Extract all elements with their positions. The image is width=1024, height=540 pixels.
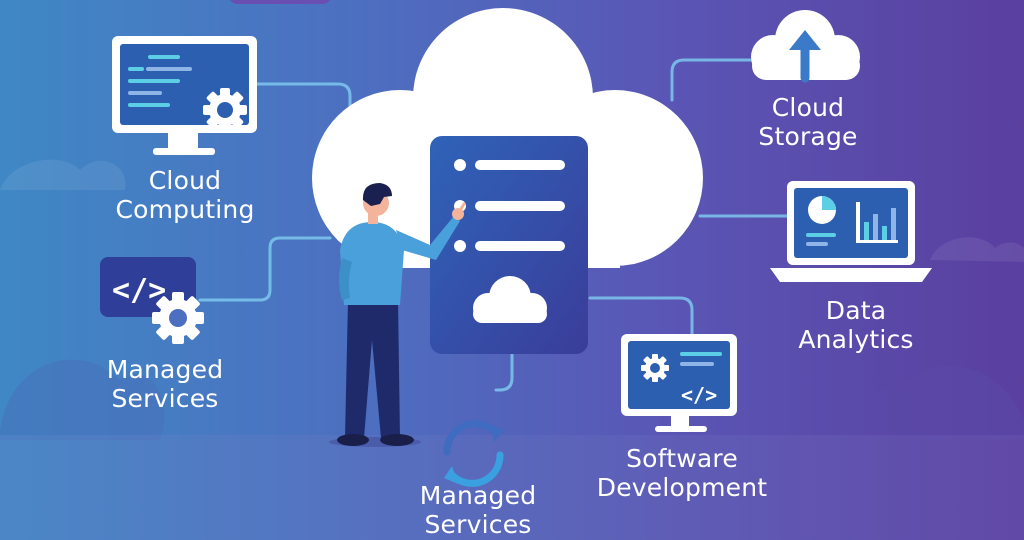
label-line: Cloud (771, 93, 845, 122)
person-icon (329, 183, 466, 447)
label-cloud-computing: Cloud Computing (95, 166, 275, 224)
label-line: Cloud (148, 166, 222, 195)
cloud-icon (473, 276, 547, 323)
connector-lines (198, 58, 790, 392)
label-line: Analytics (798, 325, 914, 354)
label-line: Storage (758, 122, 858, 151)
floor (0, 435, 1024, 540)
bg-cloud-icon (0, 159, 126, 190)
gear-icon (203, 88, 247, 132)
label-line: Computing (115, 195, 255, 224)
bar-chart-icon (856, 202, 898, 243)
code-icon: </> (681, 383, 717, 407)
label-line: Managed (106, 355, 224, 384)
label-line: Software (626, 444, 738, 473)
bg-cloud-icon (930, 237, 1024, 262)
label-line: Data (825, 296, 887, 325)
label-line: Managed (419, 481, 537, 510)
label-line: Development (596, 473, 768, 502)
label-line: Services (111, 384, 219, 413)
document-icon (430, 136, 588, 354)
cloud-upload-icon (751, 10, 860, 83)
label-software-development: Software Development (582, 444, 782, 502)
label-managed-services-left: Managed Services (85, 355, 245, 413)
gear-icon (152, 292, 204, 344)
label-line: Services (424, 510, 532, 539)
label-managed-services-bottom: Managed Services (398, 481, 558, 539)
laptop-icon (770, 181, 932, 282)
top-banner (230, 0, 330, 4)
gear-icon (641, 354, 669, 382)
label-cloud-storage: Cloud Storage (728, 93, 888, 151)
bg-cloud-icon (869, 366, 1024, 440)
monitor-icon: </> (621, 334, 737, 432)
label-data-analytics: Data Analytics (776, 296, 936, 354)
refresh-icon (443, 420, 504, 487)
pie-chart-icon (808, 196, 836, 224)
bg-cloud-icon (0, 359, 165, 440)
